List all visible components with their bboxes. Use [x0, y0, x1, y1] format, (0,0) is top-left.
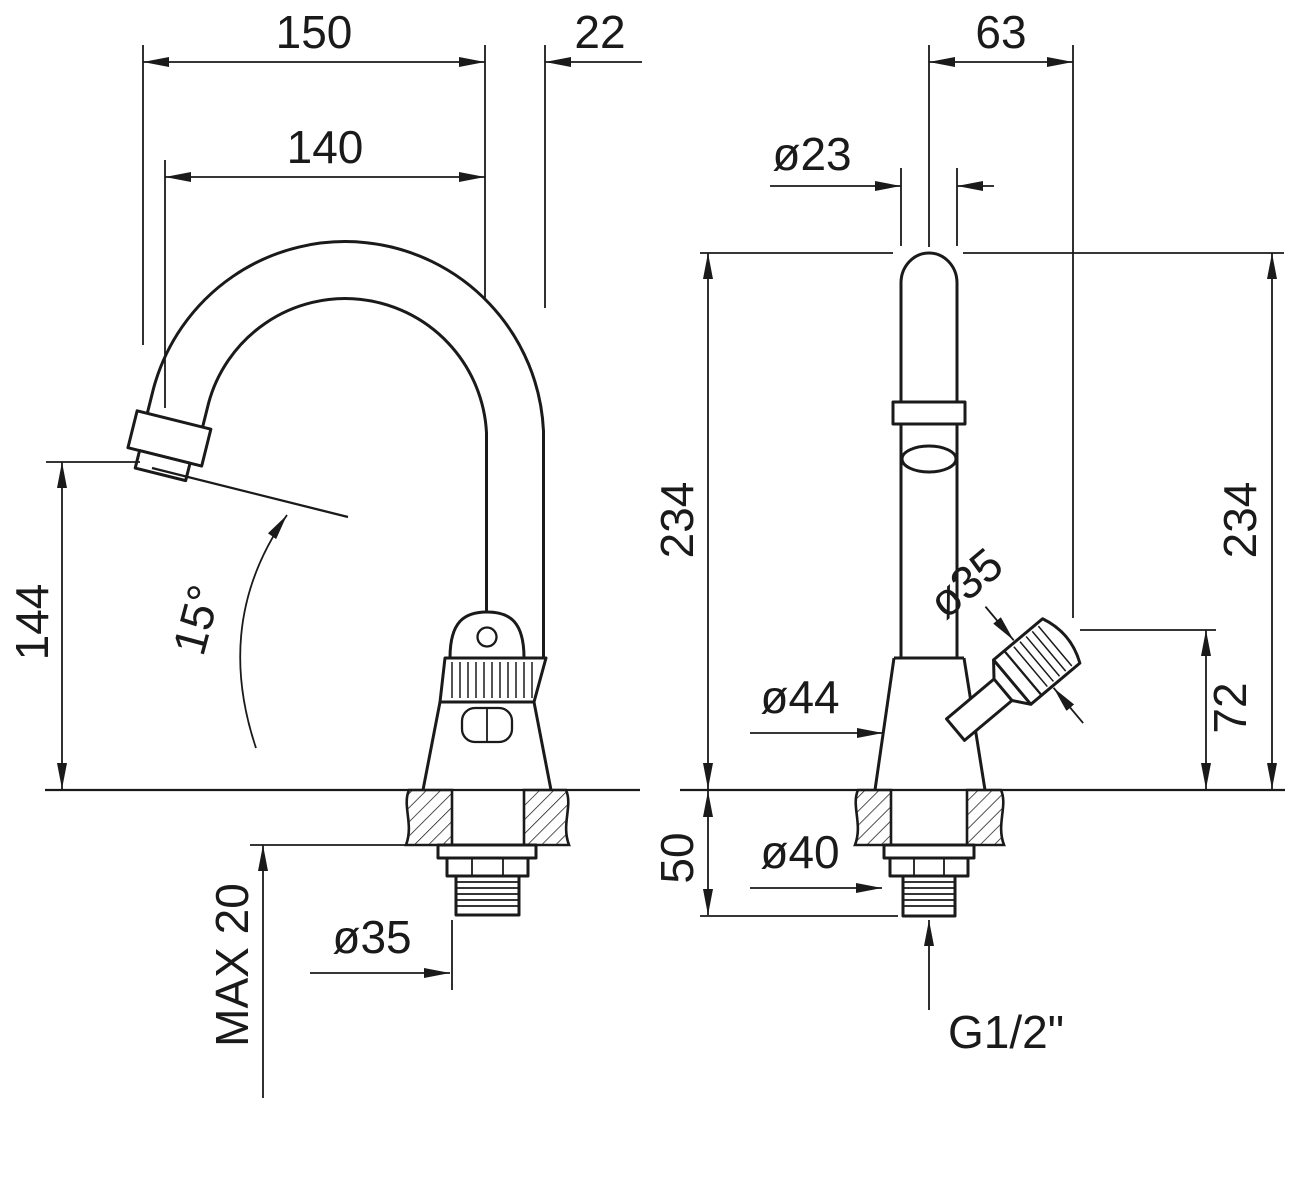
dim-50-label: 50: [651, 832, 703, 883]
aerator-collar: [891, 400, 967, 426]
deck-section-left: [404, 788, 454, 847]
locknut: [888, 856, 970, 878]
thread-lines: [903, 881, 955, 907]
dim-44: ø44: [750, 671, 883, 738]
washer: [436, 843, 538, 860]
thread-lines: [456, 881, 519, 907]
dim-23: ø23: [770, 128, 994, 246]
locknut-assembly-side: [882, 843, 976, 918]
dim-max20-label: MAX 20: [206, 883, 258, 1047]
dim-40-label: ø40: [760, 826, 839, 878]
dim-max-20: MAX 20: [206, 844, 405, 1098]
cap-button: [476, 626, 498, 648]
dim-63: 63: [928, 6, 1074, 618]
dim-144: 144: [6, 461, 140, 789]
dim-234-left: 234: [651, 252, 893, 789]
locknut-assembly: [436, 843, 538, 917]
side-view: ø35: [651, 6, 1285, 1058]
dim-234-right: 234: [963, 252, 1284, 789]
washer: [882, 843, 976, 860]
knob-knurl: [1013, 625, 1073, 688]
dim-150-label: 150: [276, 6, 353, 58]
front-view: 150 22 140 144 15° MAX 20: [6, 6, 642, 1098]
dim-140-label: 140: [287, 121, 364, 173]
mounting-deck: [45, 788, 640, 847]
dim-angle-15: 15°: [151, 466, 349, 749]
dim-22-label: 22: [574, 6, 625, 58]
handle-stem: [945, 677, 1014, 742]
spout-tube: [138, 240, 545, 658]
dim-40: ø40: [750, 826, 882, 893]
dim-72: 72: [1080, 629, 1256, 789]
locknut: [445, 856, 530, 878]
thread-callout: G1/2": [924, 920, 1064, 1058]
handle-cap: [448, 610, 526, 660]
dim-44-label: ø44: [760, 671, 839, 723]
dim-hole35-label: ø35: [332, 911, 411, 963]
handle: ø35: [918, 537, 1084, 742]
dim-15-label: 15°: [162, 580, 230, 661]
dim-hole-35: ø35: [310, 911, 453, 990]
body-cone: [421, 701, 553, 791]
dim-234-left-label: 234: [651, 482, 703, 559]
outlet-opening: [900, 444, 958, 474]
dim-63-label: 63: [975, 6, 1026, 58]
dim-234-right-label: 234: [1214, 482, 1266, 559]
deck-section-right: [522, 788, 571, 847]
dim-150: 150: [142, 6, 486, 345]
thread-label: G1/2": [948, 1006, 1064, 1058]
dim-23-label: ø23: [772, 128, 851, 180]
mounting-deck-side: [680, 788, 1285, 847]
handle-ring: [438, 656, 548, 704]
dim-50: 50: [651, 791, 898, 917]
dim-72-label: 72: [1204, 682, 1256, 733]
deck-section-right: [965, 788, 1006, 847]
dim-144-label: 144: [6, 584, 58, 661]
deck-section-left: [853, 788, 893, 847]
dim-22: 22: [544, 6, 642, 308]
knurl-lines: [451, 662, 533, 698]
dim-140: 140: [164, 121, 485, 408]
